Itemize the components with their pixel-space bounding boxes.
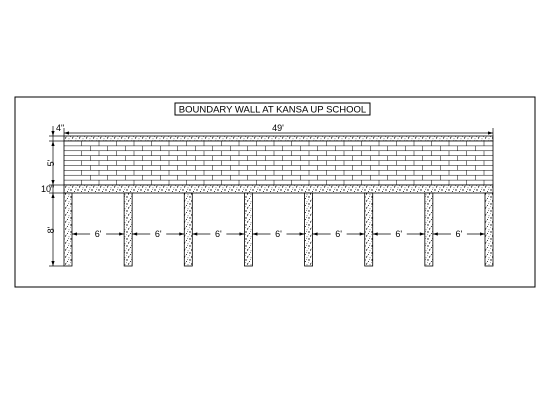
column xyxy=(364,192,374,267)
dim-wall-height: 5' xyxy=(46,159,56,166)
bay-spacing-label: 6' xyxy=(275,229,282,239)
column xyxy=(183,192,193,267)
bay-spacing-label: 6' xyxy=(456,229,463,239)
drawing-title: BOUNDARY WALL AT KANSA UP SCHOOL xyxy=(179,105,366,116)
dim-coping: 4" xyxy=(56,123,64,133)
column xyxy=(424,192,434,267)
dim-overall-length: 49' xyxy=(272,123,284,133)
column xyxy=(63,192,73,267)
dim-column-height: 8' xyxy=(46,226,56,233)
column xyxy=(123,192,133,267)
column xyxy=(484,192,494,267)
bay-spacing-label: 6' xyxy=(335,229,342,239)
bay-spacing-label: 6' xyxy=(215,229,222,239)
dim-plinth-beam: 10" xyxy=(41,184,54,194)
bay-spacing-label: 6' xyxy=(95,229,102,239)
brick-wall xyxy=(63,140,494,186)
column xyxy=(304,192,313,267)
columns xyxy=(63,192,494,267)
column xyxy=(244,192,253,267)
bay-dimensions: 6' 6' 6' 6' 6' 6' 6' xyxy=(72,229,485,239)
plinth-beam xyxy=(63,184,494,194)
title-block: BOUNDARY WALL AT KANSA UP SCHOOL xyxy=(174,102,371,116)
bay-spacing-label: 6' xyxy=(155,229,162,239)
coping xyxy=(63,135,494,142)
bay-spacing-label: 6' xyxy=(395,229,402,239)
drawing-frame xyxy=(14,96,536,288)
